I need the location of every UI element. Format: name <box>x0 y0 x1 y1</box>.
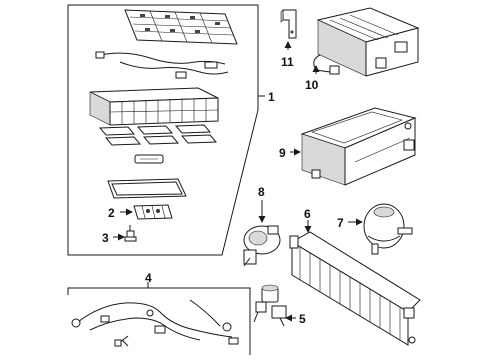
coolant-control-valve <box>253 284 287 327</box>
callout-4: 4 <box>145 271 152 285</box>
callout-3: 3 <box>102 231 109 245</box>
callout-5: 5 <box>299 312 306 326</box>
power-inverter-module <box>300 107 417 186</box>
battery-cell-stack <box>89 87 219 126</box>
battery-group-frame <box>67 4 259 256</box>
coolant-pump <box>243 225 281 267</box>
callout-1: 1 <box>268 90 275 104</box>
pack-gasket <box>107 178 187 199</box>
service-disconnect-block <box>133 204 173 220</box>
battery-cooling-radiator <box>289 231 421 346</box>
high-voltage-cable-harness <box>71 299 239 347</box>
callout-6: 6 <box>304 207 311 221</box>
callout-9: 9 <box>279 146 286 160</box>
callout-11: 11 <box>281 55 294 69</box>
callout-10: 10 <box>305 78 319 92</box>
onboard-charger-module <box>313 7 420 77</box>
callout-7: 7 <box>337 216 344 230</box>
thermal-pads <box>98 124 218 146</box>
bus-bar <box>134 154 164 164</box>
inverter-bracket <box>280 9 297 39</box>
cell-module-top-plate <box>124 9 238 45</box>
coolant-reservoir <box>363 203 413 255</box>
callout-2: 2 <box>108 206 115 220</box>
sense-wiring-harness <box>95 51 229 79</box>
callout-8: 8 <box>258 185 265 199</box>
harness-group-bracket <box>67 287 251 355</box>
temperature-sensor <box>124 225 137 242</box>
